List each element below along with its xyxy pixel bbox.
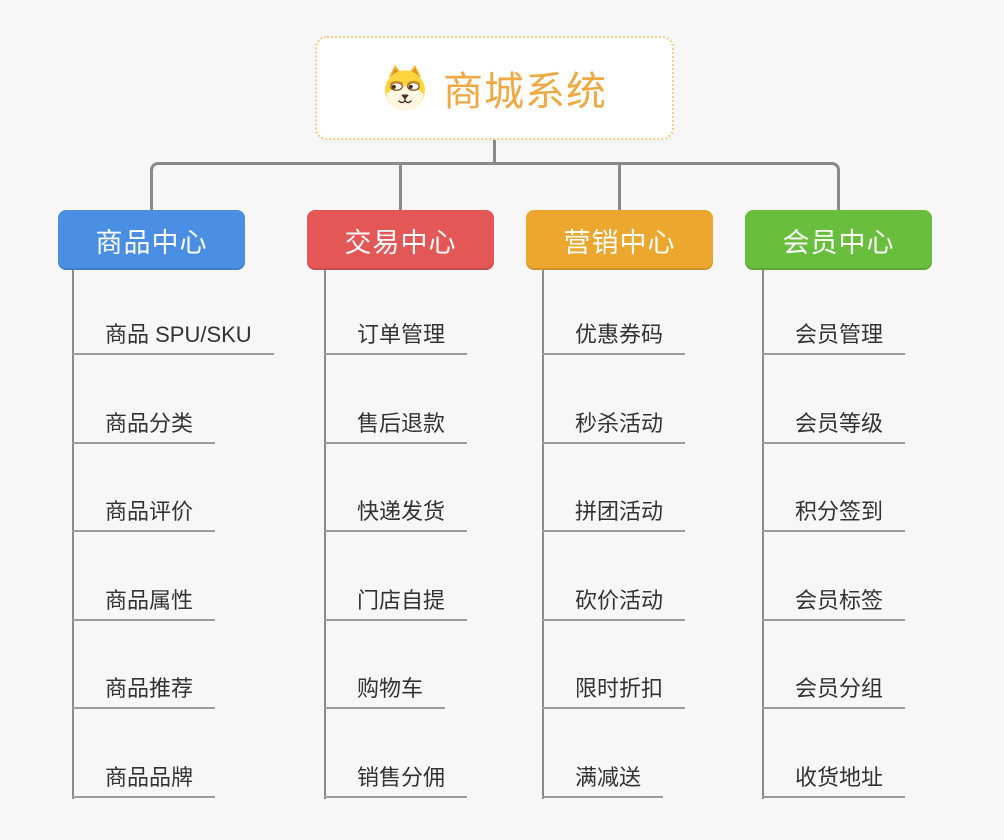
branch-spine-trade (324, 268, 326, 799)
branch-spine-product (72, 268, 74, 799)
topic-item[interactable]: 积分签到 (762, 497, 906, 532)
topic-item[interactable]: 订单管理 (324, 320, 468, 355)
branch-node-product-center[interactable]: 商品中心 (58, 210, 245, 270)
branch-label: 营销中心 (563, 227, 676, 258)
shiba-dog-face-icon (382, 63, 428, 113)
topic-item[interactable]: 商品 SPU/SKU (72, 320, 274, 355)
connector-elbow-left (150, 162, 495, 210)
branch-spine-member (762, 268, 764, 799)
topic-item[interactable]: 会员分组 (762, 674, 906, 709)
root-title: 商城系统 (443, 70, 607, 114)
connector-drop-marketing (618, 163, 621, 210)
topic-item[interactable]: 砍价活动 (542, 586, 686, 621)
topic-item[interactable]: 快递发货 (324, 497, 468, 532)
branch-label: 商品中心 (95, 227, 208, 258)
branch-spine-marketing (542, 268, 544, 799)
connector-drop-trade (399, 163, 402, 210)
branch-label: 会员中心 (782, 227, 895, 258)
topic-item[interactable]: 购物车 (324, 674, 446, 709)
topic-item[interactable]: 商品评价 (72, 497, 216, 532)
root-connector-stub (493, 139, 496, 165)
topic-item[interactable]: 商品分类 (72, 409, 216, 444)
branch-node-marketing-center[interactable]: 营销中心 (526, 210, 713, 270)
topic-item[interactable]: 商品属性 (72, 586, 216, 621)
connector-elbow-right (494, 162, 840, 210)
topic-item[interactable]: 会员标签 (762, 586, 906, 621)
topic-item[interactable]: 销售分佣 (324, 763, 468, 798)
topic-item[interactable]: 商品推荐 (72, 674, 216, 709)
topic-item[interactable]: 门店自提 (324, 586, 468, 621)
topic-item[interactable]: 秒杀活动 (542, 409, 686, 444)
topic-item[interactable]: 收货地址 (762, 763, 906, 798)
topic-item[interactable]: 商品品牌 (72, 763, 216, 798)
branch-node-trade-center[interactable]: 交易中心 (307, 210, 494, 270)
topic-item[interactable]: 满减送 (542, 763, 664, 798)
branch-label: 交易中心 (344, 227, 457, 258)
branch-node-member-center[interactable]: 会员中心 (745, 210, 932, 270)
topic-item[interactable]: 会员等级 (762, 409, 906, 444)
topic-item[interactable]: 优惠券码 (542, 320, 686, 355)
root-node[interactable]: 商城系统 (315, 36, 674, 140)
topic-item[interactable]: 售后退款 (324, 409, 468, 444)
topic-item[interactable]: 拼团活动 (542, 497, 686, 532)
topic-item[interactable]: 会员管理 (762, 320, 906, 355)
topic-item[interactable]: 限时折扣 (542, 674, 686, 709)
